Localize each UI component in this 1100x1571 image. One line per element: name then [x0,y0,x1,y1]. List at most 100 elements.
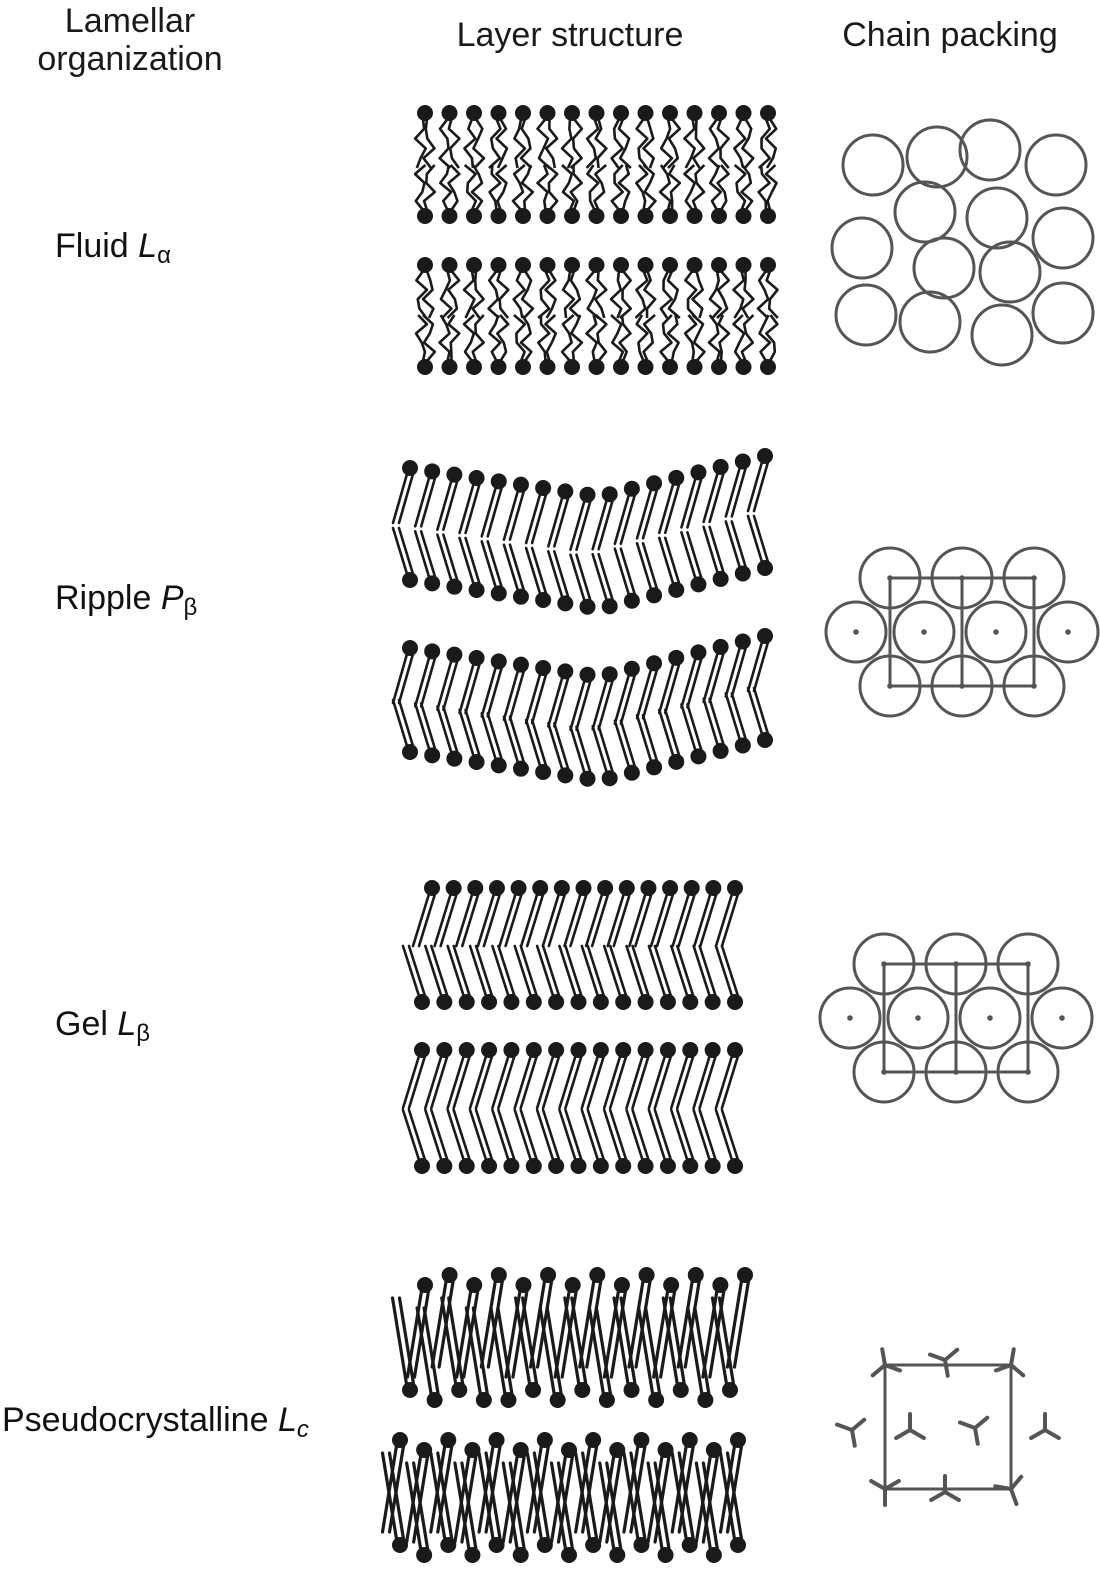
triskelion-arm [869,1479,887,1491]
triskelion-arm [1009,1347,1016,1367]
lipid-tail [691,314,706,362]
layer-pseudocrystalline [380,1267,753,1563]
lipid-tail [764,118,778,169]
lipid-tail [649,892,669,948]
lipid-tail [666,270,681,319]
triskelion-arm [883,1487,888,1507]
lipid-tail [702,697,719,747]
lipid-head [704,1158,721,1174]
lipid-head [757,628,773,644]
lipid-tail [724,692,742,741]
lipid-tail [765,270,779,319]
triskelion-arm [907,1412,912,1432]
lipid-head [539,208,556,224]
lipid-tail [574,1451,592,1541]
lipid-tail [643,270,657,319]
chain-center-dot [847,1015,853,1021]
lipid-tail [591,498,608,551]
lipid-tail [476,892,496,948]
lipid-head [663,1277,680,1293]
lipid-head [402,1382,418,1398]
lipid-head [564,208,580,224]
lipid-tail [488,314,502,362]
lipid-tail [686,477,703,529]
lipid-tail [430,944,449,998]
lipid-tail [486,486,504,538]
lipid-tail [602,1108,622,1162]
lipid-tail [497,944,516,998]
lipid-head [623,1382,640,1398]
lipid-head [512,760,529,777]
lipid-tail [442,533,459,582]
lipid-head [564,257,580,273]
lipid-tail [391,652,409,705]
lipid-head [662,257,678,273]
lipid-head [446,646,463,663]
lipid-head [458,994,475,1010]
lipid-tail [716,164,730,211]
lipid-head [711,208,727,224]
lipid-tail [657,482,675,535]
phase-symbol: P [160,579,184,617]
lipid-head [446,750,463,767]
lipid-tail [641,541,659,591]
lipid-tail [429,1451,447,1541]
lipid-tail [702,471,719,524]
lipid-head [512,656,529,673]
lipid-head [515,359,531,375]
lipid-tail [464,482,481,535]
phase-symbol: L [138,227,158,265]
lipid-tail [613,673,631,726]
lipid-head [402,460,418,476]
lipid-tail [535,944,555,998]
lipid-tail [464,536,481,586]
lipid-tail [752,640,770,693]
lipid-tail [544,118,559,169]
lipid-head [536,1537,553,1553]
lipid-tail [484,1451,502,1541]
monolayer [401,1108,743,1174]
lipid-tail [439,270,453,319]
lipid-tail [635,314,649,362]
monolayer [413,105,778,169]
lipid-tail [698,1054,717,1110]
lipid-tail [419,656,437,708]
lipid-tail [746,640,764,693]
lipid-tail [606,892,626,948]
lipid-tail [746,460,764,513]
lipid-tail [413,530,431,579]
chain-circle [970,303,1034,367]
unit-cell [883,1363,1013,1491]
lipid-head [690,748,707,765]
lipid-head [466,208,482,224]
lipid-head [490,585,507,602]
monolayer [391,514,773,615]
lipid-tail [602,944,622,998]
lipid-head [416,1547,433,1563]
lipid-head [539,359,556,375]
lipid-head [734,453,751,470]
lipid-tail [458,536,475,586]
lipid-tail [502,489,520,541]
lipid-tail [733,118,747,169]
lipid-head [557,767,574,784]
packing-fluid [830,118,1095,367]
triskelion-arm [883,1363,903,1373]
lipid-head [532,880,549,896]
lipid-tail [591,678,608,731]
layer-ripple [391,448,773,787]
lipid-head [735,208,752,224]
lipid-tail [580,944,600,998]
monolayer [401,1042,743,1110]
lipid-tail [686,1306,704,1396]
lipid-tail [438,118,452,169]
lipid-tail [468,1108,488,1162]
lipid-head [500,1392,517,1408]
lipid-head [441,208,458,224]
lipid-tail [553,496,570,548]
lipid-head [488,1537,505,1553]
lipid-head [515,1277,532,1293]
lipid-tail [683,314,698,362]
chain-circle [818,986,882,1050]
lipid-tail [587,1306,606,1396]
